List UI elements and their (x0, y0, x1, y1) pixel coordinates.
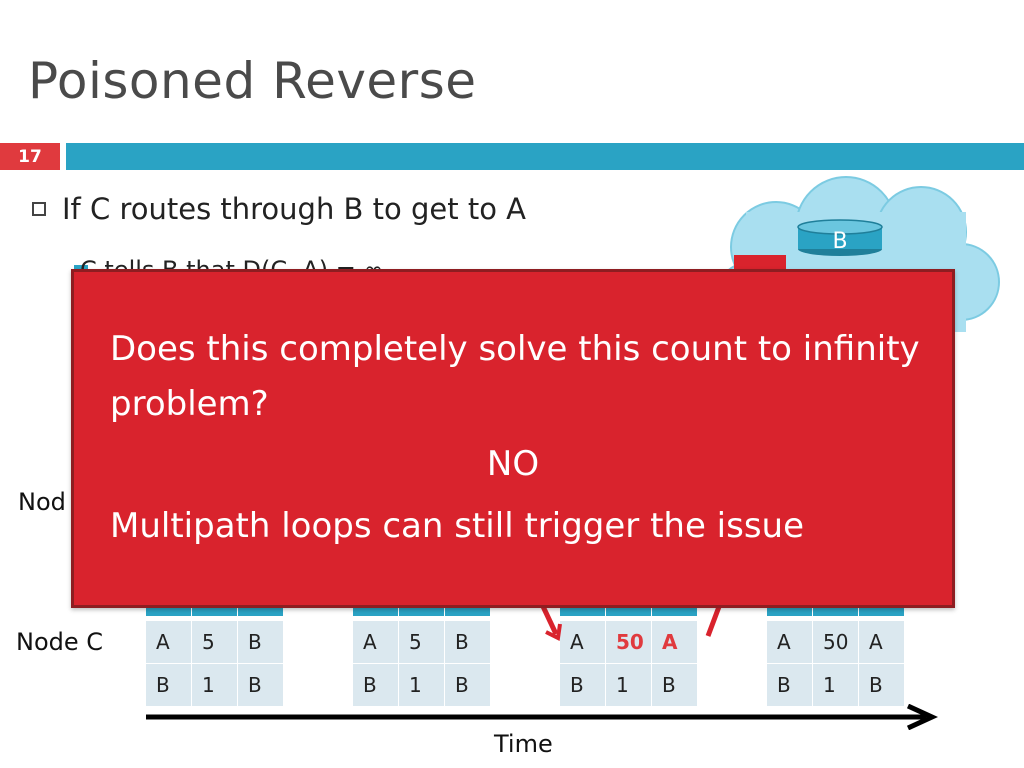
table-cell: A (146, 621, 191, 663)
popup-answer: NO (486, 444, 540, 484)
table-cell: 1 (813, 664, 858, 706)
table-cell: 50 (606, 621, 651, 663)
table-cell: B (767, 664, 812, 706)
node-b-row-label: Nod (18, 488, 66, 516)
table-cell: B (445, 621, 490, 663)
table-cell: A (767, 621, 812, 663)
table-cell: A (353, 621, 398, 663)
router-b-icon (797, 219, 883, 256)
table-cell: 1 (399, 664, 444, 706)
table-cell: B (652, 664, 697, 706)
table-cell: A (859, 621, 904, 663)
popup-question: Does this completely solve this count to… (110, 329, 920, 424)
node-c-row-label: Node C (16, 628, 104, 656)
router-b-label: B (832, 229, 848, 254)
table-cell: B (353, 664, 398, 706)
popup-note: Multipath loops can still trigger the is… (110, 506, 805, 546)
table-cell: B (560, 664, 605, 706)
table-cell: B (445, 664, 490, 706)
table-cell: B (859, 664, 904, 706)
table-cell: 1 (606, 664, 651, 706)
time-axis-arrow-icon (146, 704, 939, 730)
bullet-item: If C routes through B to get to A (32, 192, 526, 226)
table-cell: 5 (192, 621, 237, 663)
time-axis-label: Time (494, 730, 553, 758)
table-cell: B (146, 664, 191, 706)
table-cell: A (652, 621, 697, 663)
slide-title: Poisoned Reverse (28, 52, 477, 110)
bullet-text: If C routes through B to get to A (62, 192, 527, 226)
slide-number: 17 (0, 143, 60, 170)
bullet-square-icon (32, 202, 46, 216)
question-popup: Does this completely solve this count to… (71, 269, 955, 608)
table-cell: 1 (192, 664, 237, 706)
table-cell: 5 (399, 621, 444, 663)
table-cell: B (238, 621, 283, 663)
table-cell: A (560, 621, 605, 663)
table-cell: B (238, 664, 283, 706)
table-cell: 50 (813, 621, 858, 663)
header-bar (66, 143, 1024, 170)
